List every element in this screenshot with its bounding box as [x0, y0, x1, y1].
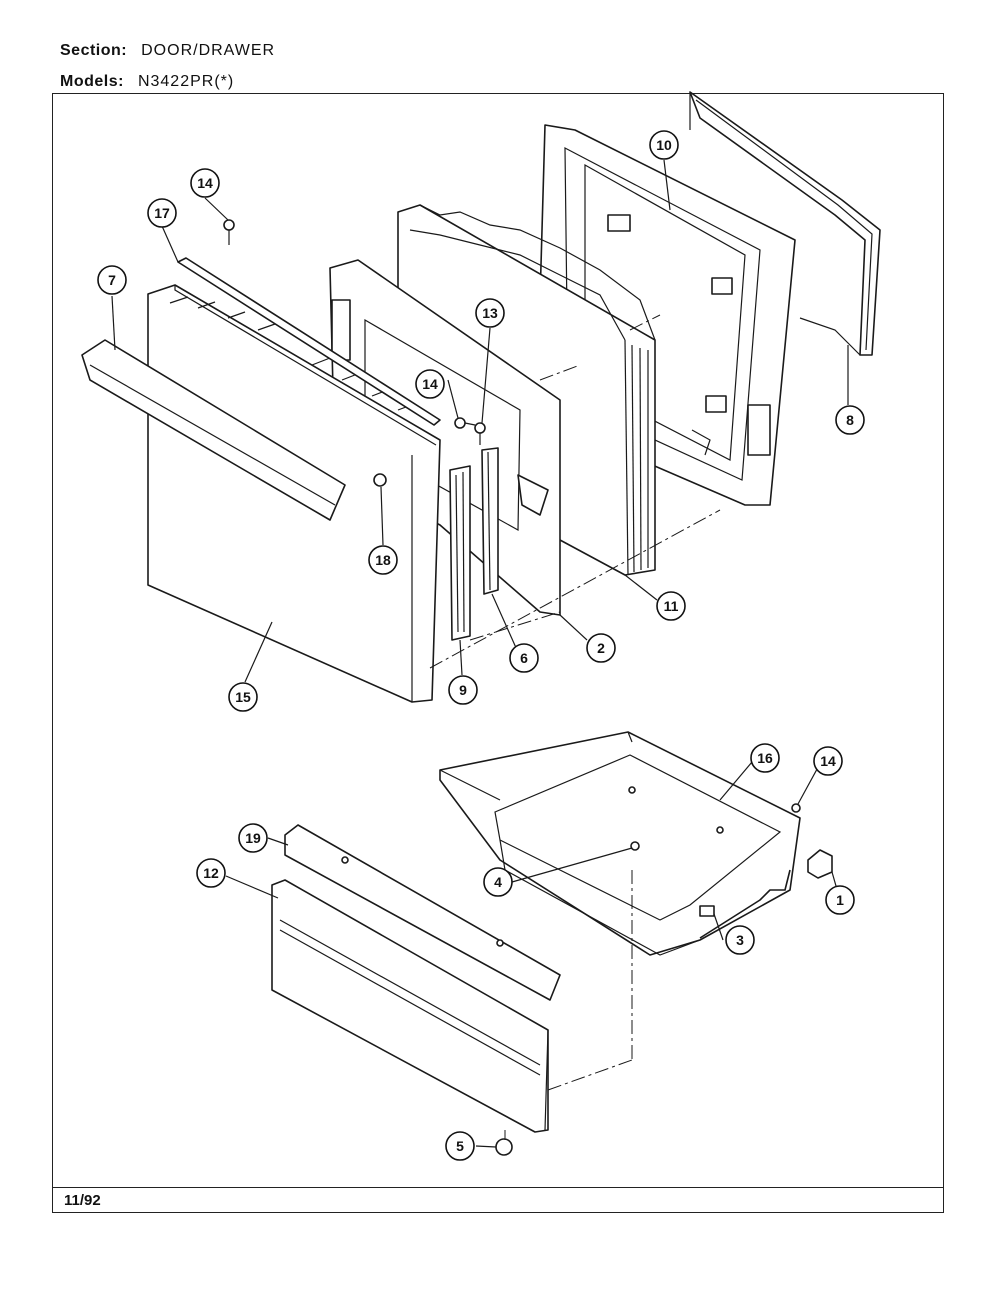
drawer-rail-parts	[630, 803, 833, 917]
callout-label: 15	[235, 689, 251, 705]
callout-label: 14	[422, 376, 438, 392]
models-heading: Models: N3422PR(*)	[60, 73, 234, 91]
callout-label: 8	[846, 412, 854, 428]
side-channel	[481, 447, 499, 595]
callout-8: 8	[835, 405, 865, 435]
callout-4: 4	[483, 867, 513, 897]
callout-19: 19	[238, 823, 268, 853]
callout-6: 6	[509, 643, 539, 673]
drawer-front	[271, 879, 549, 1133]
callout-14-top: 14	[190, 168, 220, 198]
callout-label: 14	[197, 175, 213, 191]
callout-label: 13	[482, 305, 498, 321]
section-value: DOOR/DRAWER	[141, 42, 276, 59]
drawer-alignment-lines	[504, 870, 633, 1140]
callout-label: 11	[664, 598, 679, 614]
door-screws	[223, 219, 486, 445]
callout-12: 12	[196, 858, 226, 888]
callout-label: 18	[375, 552, 391, 568]
door-alignment-lines	[429, 314, 721, 669]
callout-label: 19	[245, 830, 261, 846]
callout-label: 16	[757, 750, 773, 766]
callout-label: 1	[836, 892, 844, 908]
callout-9: 9	[448, 675, 478, 705]
callout-label: 3	[736, 932, 744, 948]
revision-date: 11/92	[64, 1192, 101, 1209]
callout-13: 13	[475, 298, 505, 328]
callout-14-drawer: 14	[813, 746, 843, 776]
callout-1: 1	[825, 885, 855, 915]
models-label: Models:	[60, 73, 124, 90]
footer-divider	[52, 1187, 944, 1188]
callout-14-mid: 14	[415, 369, 445, 399]
callout-label: 6	[520, 650, 528, 666]
callout-label: 2	[597, 640, 605, 656]
callout-label: 14	[820, 753, 836, 769]
section-heading: Section: DOOR/DRAWER	[60, 42, 275, 60]
callout-17: 17	[147, 198, 177, 228]
callout-11: 11	[656, 591, 686, 621]
callout-5: 5	[445, 1131, 475, 1161]
drawer-top-trim	[284, 824, 561, 1001]
callout-2: 2	[586, 633, 616, 663]
callout-label: 9	[459, 682, 467, 698]
drawer-liner	[439, 731, 801, 956]
callout-16: 16	[750, 743, 780, 773]
callout-label: 5	[456, 1138, 464, 1154]
section-label: Section:	[60, 42, 128, 59]
diagram-frame	[52, 93, 944, 1213]
models-value: N3422PR(*)	[137, 73, 235, 90]
top-trim	[177, 257, 441, 426]
door-handle	[81, 339, 346, 521]
door-gasket	[689, 91, 881, 356]
callout-label: 17	[154, 205, 170, 221]
callout-10: 10	[649, 130, 679, 160]
callout-label: 4	[494, 874, 502, 890]
callout-label: 7	[108, 272, 116, 288]
callout-15: 15	[228, 682, 258, 712]
callout-label: 12	[203, 865, 219, 881]
drawer-glide	[495, 1138, 513, 1156]
callout-18: 18	[368, 545, 398, 575]
seal-strip	[449, 465, 471, 641]
callout-3: 3	[725, 925, 755, 955]
callout-label: 10	[656, 137, 672, 153]
callout-leaders	[111, 159, 849, 1148]
callout-7: 7	[97, 265, 127, 295]
